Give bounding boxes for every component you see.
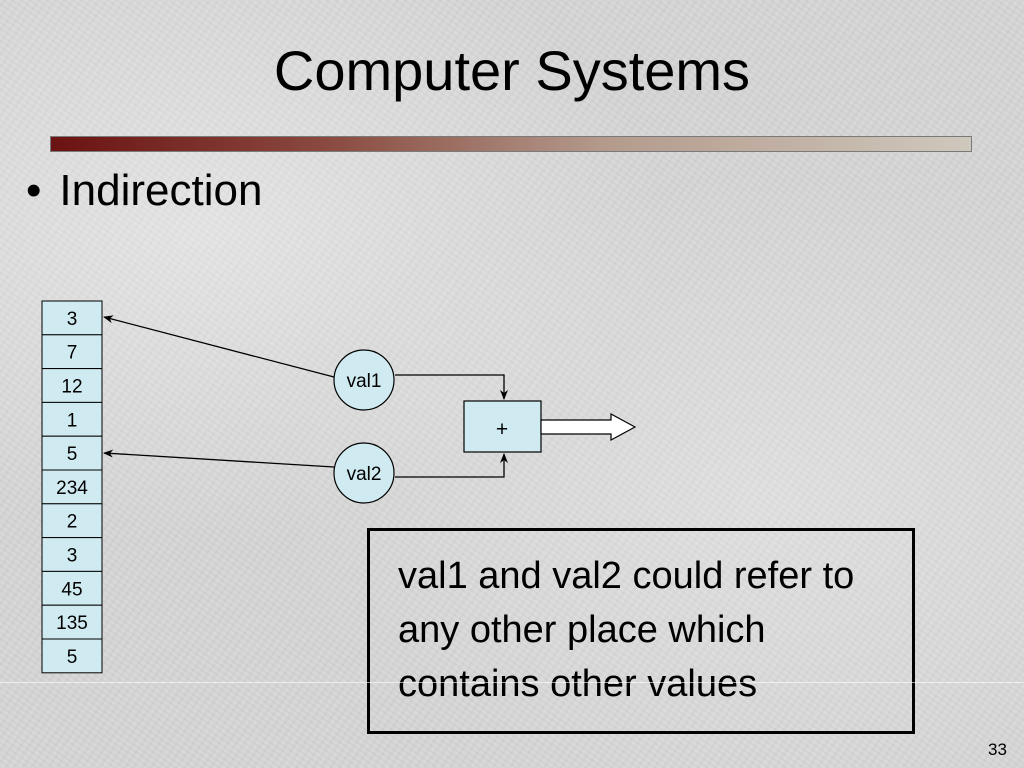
node-val1-label: val1 (347, 371, 382, 392)
memory-cell-value: 45 (61, 579, 82, 600)
node-val2: val2 (333, 442, 395, 504)
note-box: val1 and val2 could refer to any other p… (367, 528, 915, 734)
node-val2-label: val2 (347, 464, 382, 485)
output-arrow (540, 412, 637, 442)
memory-cell: 2 (41, 503, 103, 539)
memory-cell: 45 (41, 570, 103, 606)
note-text: val1 and val2 could refer to any other p… (398, 555, 855, 705)
memory-column: 3 7 12 1 5 234 2 3 45 135 5 (41, 300, 103, 674)
memory-cell: 7 (41, 334, 103, 370)
memory-cell: 12 (41, 368, 103, 403)
memory-cell: 5 (41, 435, 103, 471)
bullet-item: • Indirection (26, 166, 262, 216)
val2-pointer-arrow (103, 449, 335, 468)
operator-label: + (496, 418, 508, 441)
decorative-hairline (0, 682, 1024, 683)
operator-box: + (463, 400, 542, 453)
memory-cell-value: 5 (67, 444, 78, 465)
memory-cell-value: 1 (67, 410, 78, 431)
title-underline-bar (50, 136, 972, 152)
memory-cell: 1 (41, 401, 103, 437)
memory-cell-value: 7 (67, 343, 78, 364)
bullet-dot-icon: • (26, 166, 42, 215)
memory-cell-value: 3 (67, 309, 78, 330)
memory-cell-value: 5 (67, 647, 78, 668)
memory-cell-value: 234 (56, 478, 88, 499)
memory-cell: 5 (41, 638, 103, 674)
memory-cell: 234 (41, 469, 103, 505)
memory-cell-value: 3 (67, 546, 78, 567)
memory-cell-value: 135 (56, 613, 88, 634)
bullet-text: Indirection (59, 166, 263, 215)
memory-cell-value: 12 (61, 377, 82, 398)
memory-cell: 3 (41, 300, 103, 336)
slide-title: Computer Systems (273, 39, 751, 102)
slide-number: 33 (988, 740, 1007, 759)
val1-pointer-arrow (103, 315, 335, 378)
val2-to-operator-connector (395, 453, 508, 478)
node-val1: val1 (333, 349, 395, 411)
memory-cell-value: 2 (67, 512, 78, 533)
val1-to-operator-connector (395, 374, 508, 400)
memory-cell: 135 (41, 604, 103, 640)
memory-cell: 3 (41, 537, 103, 572)
